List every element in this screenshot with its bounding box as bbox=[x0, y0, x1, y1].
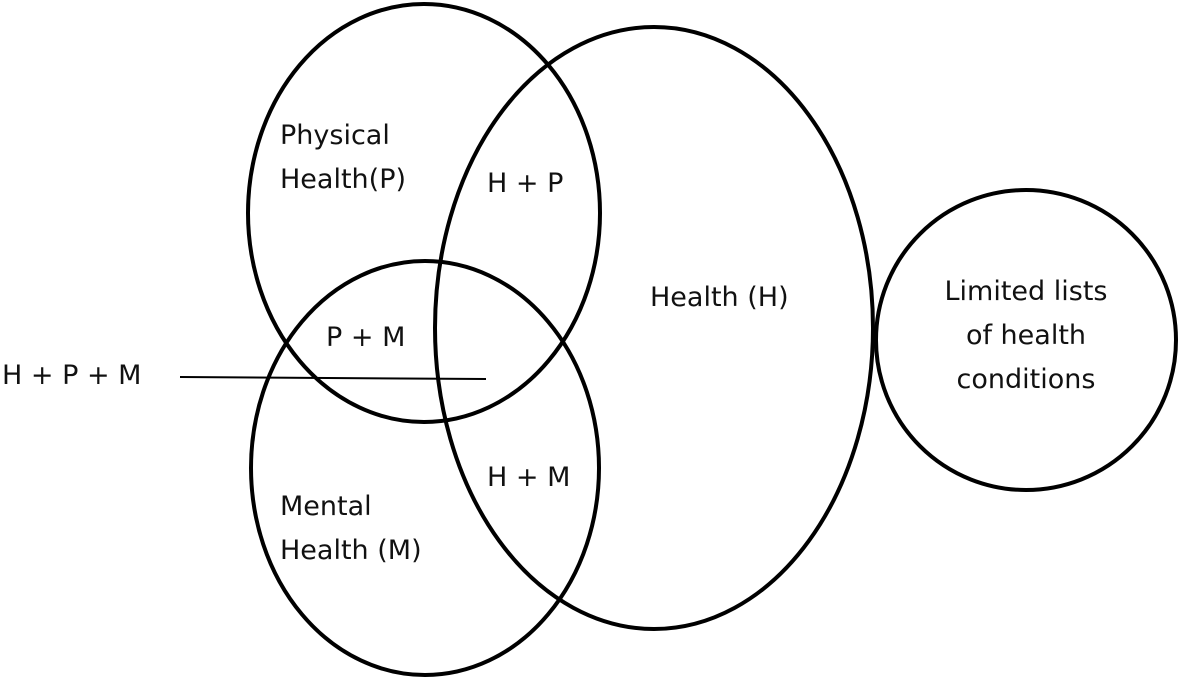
pm-intersection-label: P + M bbox=[326, 322, 406, 353]
health-label: Health (H) bbox=[650, 282, 789, 313]
physical-health-label-line1: Physical bbox=[280, 120, 390, 151]
limited-lists-label-line1: Limited lists bbox=[944, 276, 1108, 307]
limited-lists-label: Limited lists of health conditions bbox=[926, 270, 1126, 402]
limited-lists-label-line2: of health bbox=[965, 320, 1087, 351]
limited-lists-set-ellipse bbox=[874, 188, 1178, 492]
physical-health-label: Physical Health(P) bbox=[280, 114, 406, 202]
physical-health-label-line2: Health(P) bbox=[280, 164, 407, 195]
hpm-intersection-label: H + P + M bbox=[2, 360, 142, 391]
physical-health-set-ellipse bbox=[246, 2, 602, 424]
limited-lists-label-line3: conditions bbox=[956, 364, 1096, 395]
mental-health-label-line1: Mental bbox=[280, 491, 372, 522]
hpm-pointer-line bbox=[179, 376, 487, 380]
hm-intersection-label: H + M bbox=[487, 462, 571, 493]
mental-health-label: Mental Health (M) bbox=[280, 485, 422, 573]
health-set-ellipse bbox=[433, 25, 875, 631]
mental-health-set-ellipse bbox=[249, 259, 601, 677]
hp-intersection-label: H + P bbox=[487, 168, 564, 199]
mental-health-label-line2: Health (M) bbox=[280, 535, 422, 566]
